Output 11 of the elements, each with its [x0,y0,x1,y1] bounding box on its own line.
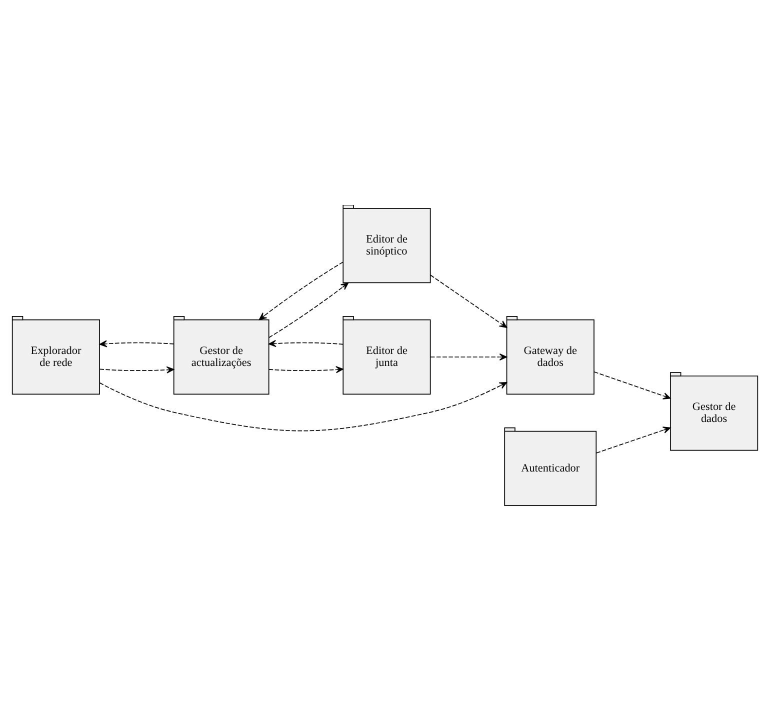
arrow [430,274,508,328]
arrow [99,340,174,347]
arrow [99,366,174,373]
arrow [268,366,344,373]
arrow [430,352,508,360]
arrow [258,261,344,320]
arrow [99,381,508,431]
arrow [268,340,344,347]
arrow [268,282,349,338]
arrow [596,426,671,453]
arrow [594,370,671,399]
